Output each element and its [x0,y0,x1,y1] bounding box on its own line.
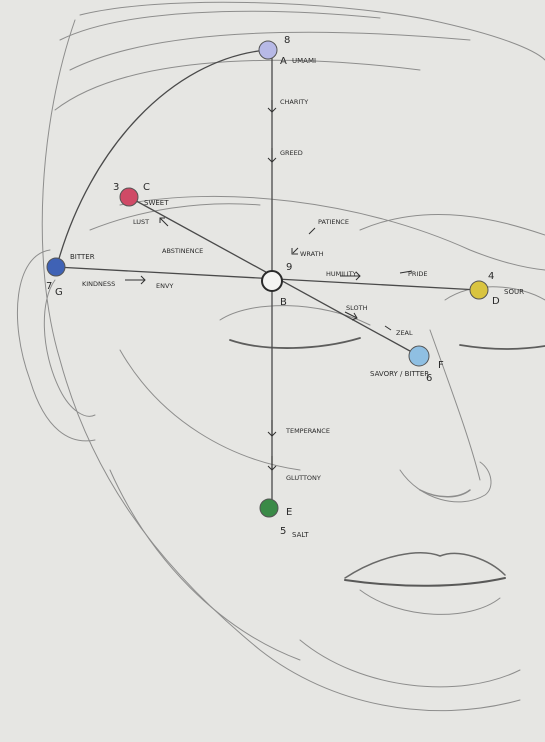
left-eye-socket [219,305,371,326]
mouth-line [344,577,506,587]
node-A-taste: UMAMI [292,57,316,65]
right-eye-lid [459,344,545,350]
node-B-center [261,270,283,292]
node-G-letter: G [55,287,63,298]
node-F-number: 6 [426,373,432,384]
node-D-number: 4 [488,271,494,282]
node-G-taste: BITTER [70,253,95,261]
node-D-letter: D [492,296,500,307]
face-sketch [16,1,545,712]
label-humility: HUMILITY [326,270,357,278]
node-labels: 8 A UMAMI 3 C SWEET BITTER 7 G 4 SOUR D … [46,35,524,539]
label-kindness: KINDNESS [82,280,115,288]
node-A-dot [258,40,278,60]
nose-tip [399,461,492,503]
node-E-number: 5 [280,526,286,537]
node-C-dot [119,187,139,207]
node-F-letter: F [438,360,444,371]
label-envy: ENVY [156,282,173,290]
line-annotations: CHARITY GREED LUST ABSTINENCE KINDNESS E… [82,98,427,482]
lower-lip [359,589,501,615]
left-eye-lid [229,337,361,349]
right-eye-socket [444,286,545,301]
node-C-number: 3 [113,182,119,193]
cheek-line [119,349,301,471]
label-patience: PATIENCE [318,218,349,226]
label-lust: LUST [133,218,149,226]
node-D-taste: SOUR [504,288,524,296]
brow-line [119,195,545,271]
ear-outline [16,249,96,442]
label-zeal: ZEAL [396,329,413,337]
head-outline [41,19,521,712]
temple-arc [89,203,261,231]
node-E-letter: E [286,507,292,518]
skull-outline [79,1,545,61]
label-greed: GREED [280,149,303,157]
node-F-taste: SAVORY / BITTER [370,370,429,378]
jaw [109,469,301,661]
node-E-dot [259,498,279,518]
node-D-dot [469,280,489,300]
ear-inner [43,279,96,417]
node-B-number: 9 [286,262,292,273]
label-abstinence: ABSTINENCE [162,247,203,255]
node-C-letter: C [143,182,150,193]
annotation-arrows [125,100,413,471]
label-pride: PRIDE [408,270,427,278]
label-sloth: SLOTH [346,304,368,312]
node-A-number: 8 [284,35,290,46]
node-B-letter: B [280,297,287,308]
nostril [419,489,471,498]
label-wrath: WRATH [300,250,324,258]
node-G-dot [46,257,66,277]
chin [299,639,521,688]
curve-A-G [57,49,267,263]
label-charity: CHARITY [280,98,308,106]
node-C-taste: SWEET [144,199,169,207]
node-F-dot [408,345,430,367]
node-E-taste: SALT [292,531,309,539]
nose-bridge [429,329,481,481]
upper-lip [344,552,506,579]
label-gluttony: GLUTTONY [286,474,321,482]
node-A-letter: A [280,56,287,67]
hair-strands [54,10,471,111]
label-temperance: TEMPERANCE [285,427,330,435]
face-arc [359,213,545,236]
node-G-number: 7 [46,281,52,292]
